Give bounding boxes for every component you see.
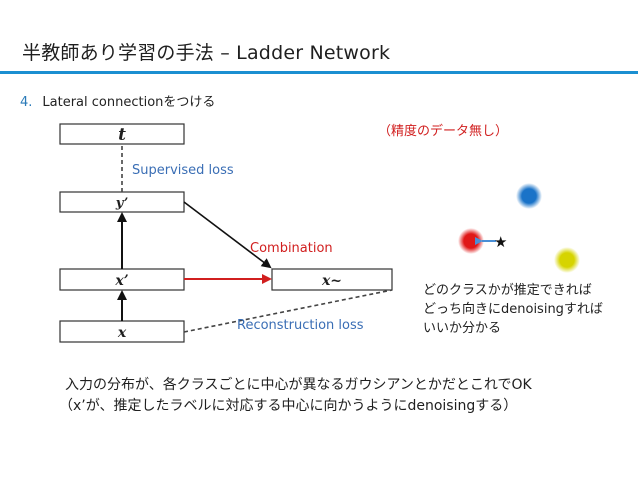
box-t: t bbox=[59, 123, 185, 145]
box-x: x bbox=[59, 320, 185, 343]
no-labels-note: （精度のデータ無し） bbox=[378, 124, 509, 139]
class-note-line3: いいか分かる bbox=[423, 321, 502, 336]
slide-title: 半教師あり学習の手法 – Ladder Network bbox=[22, 42, 391, 64]
class-note-line1: どのクラスかが推定できれば bbox=[423, 283, 592, 298]
summary-line1: 入力の分布が、各クラスごとに中心が異なるガウシアンとかだとこれでOK bbox=[65, 377, 532, 393]
red-point bbox=[458, 228, 484, 254]
box-y-prime-label: y’ bbox=[115, 196, 129, 211]
box-y-prime: y’ bbox=[59, 191, 185, 213]
reconstruction-loss-link bbox=[183, 289, 393, 333]
bullet-text: Lateral connectionをつける bbox=[42, 95, 216, 110]
class-note: どのクラスかが推定できれば どっち向きにdenoisingすれば いいか分かる bbox=[423, 281, 633, 338]
supervised-loss-label: Supervised loss bbox=[132, 163, 234, 178]
title-rule bbox=[0, 71, 638, 74]
arrow-y-prime-to-x-tilde bbox=[183, 201, 272, 269]
box-x-tilde: x~ bbox=[271, 268, 393, 291]
reconstruction-loss-label: Reconstruction loss bbox=[237, 318, 364, 333]
summary-line2: （x’が、推定したラベルに対応する中心に向かうようにdenoisingする） bbox=[59, 398, 518, 414]
class-note-line2: どっち向きにdenoisingすれば bbox=[423, 302, 603, 317]
combination-label: Combination bbox=[250, 241, 333, 256]
blue-point bbox=[516, 183, 542, 209]
box-x-prime-label: x’ bbox=[114, 273, 128, 289]
yellow-point bbox=[554, 247, 580, 273]
box-x-label: x bbox=[117, 325, 127, 341]
box-x-prime: x’ bbox=[59, 268, 185, 291]
bullet-number: 4. bbox=[20, 95, 33, 110]
box-x-tilde-label: x~ bbox=[321, 273, 342, 289]
box-t-label: t bbox=[118, 125, 126, 145]
summary-text: 入力の分布が、各クラスごとに中心が異なるガウシアンとかだとこれでOK （x’が、… bbox=[59, 375, 532, 417]
bullet-item: 4. Lateral connectionをつける bbox=[20, 91, 215, 110]
star-point: ★ bbox=[494, 233, 507, 251]
